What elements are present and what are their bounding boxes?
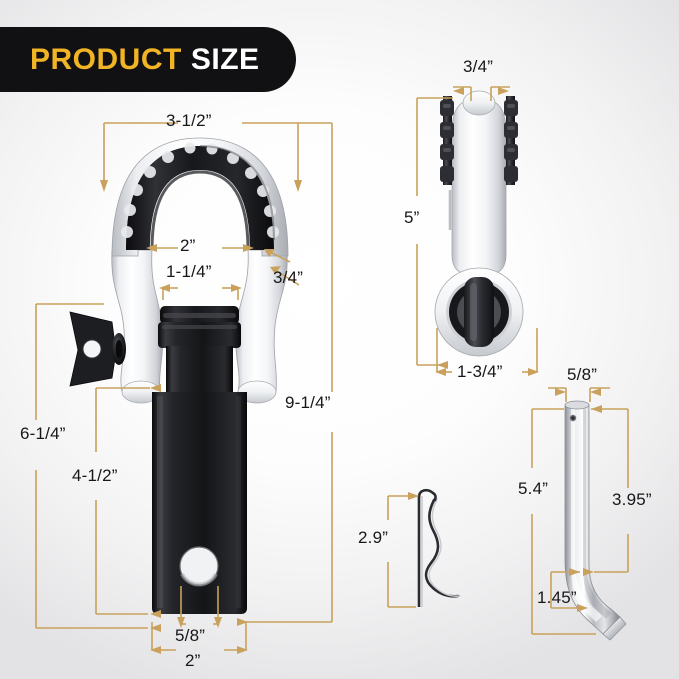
dim-bow-outer-width: 3-1/2” [166,111,212,130]
r-clip [417,488,461,607]
dim-mount-height: 4-1/2” [72,466,118,485]
front-view-shackle [69,137,289,614]
banner-word-size: SIZE [190,42,260,76]
r-clip-arrowheads [408,492,419,500]
product-size-banner: PRODUCT SIZE [0,27,296,92]
dim-pin-bend-length: 1.45” [537,588,577,607]
dim-mount-width: 2” [185,651,201,670]
front-view-arrowheads [100,180,302,654]
dim-side-height: 5” [404,208,420,227]
dim-clevis-width: 1-1/4” [166,262,212,281]
dim-overall-height: 9-1/4” [285,393,331,412]
front-view-dimension-lines [35,122,333,651]
dim-pin-shaft-length: 3.95” [612,490,652,509]
dim-pin-diameter: 5/8” [567,365,598,384]
banner-word-product: PRODUCT [30,42,182,76]
mount-bar [152,392,247,614]
screw-pin-handle [69,311,126,387]
clevis-block [158,306,241,396]
dim-side-top-width: 3/4” [463,57,494,76]
dim-mount-hole-diameter: 5/8” [175,626,206,645]
bow-isolator-cover [121,142,279,251]
dim-pin-total-length: 5.4” [518,479,549,498]
r-clip-dimension-lines [387,495,416,608]
side-isolator-strips [440,96,518,230]
dim-bow-inner-width: 2” [180,236,196,255]
dim-side-bottom-width: 1-3/4” [457,362,503,381]
dim-leg-thickness: 3/4” [273,268,304,287]
dim-shackle-height: 6-1/4” [20,424,66,443]
side-view-dimension-lines [416,86,538,373]
side-view-arrowheads [435,87,539,376]
side-view-shackle [434,90,524,357]
hitch-pin-arrowheads [555,388,602,612]
dim-clip-length: 2.9” [358,528,389,547]
